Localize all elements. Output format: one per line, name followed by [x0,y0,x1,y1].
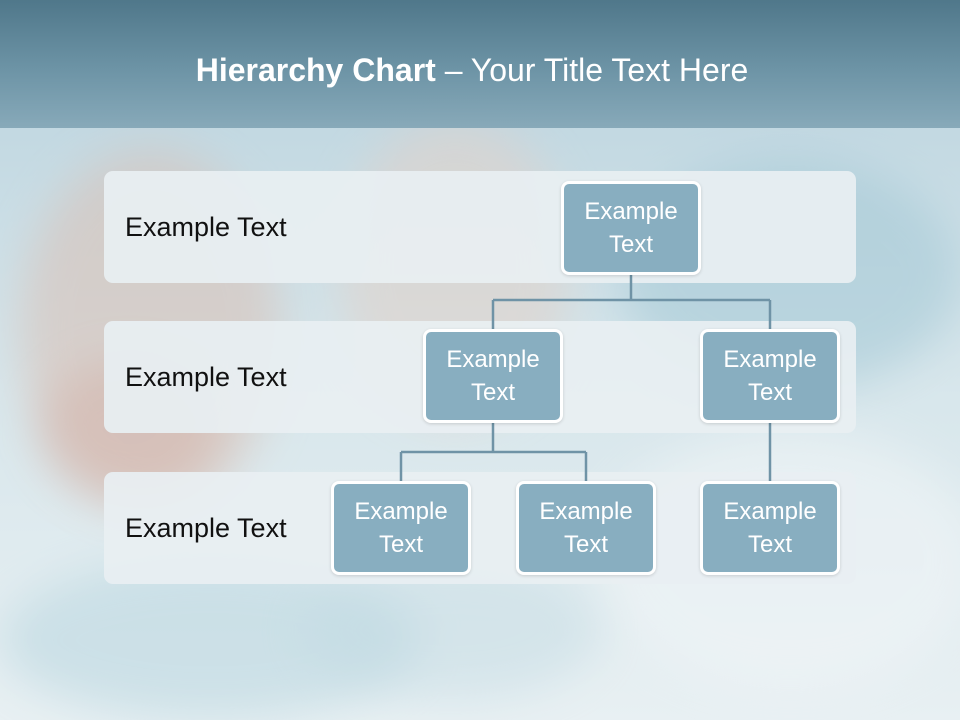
node-level3-c-text: Example Text [723,498,817,558]
level-band-1[interactable]: Example Text [104,171,856,283]
photo-water-lower [0,560,420,720]
slide-title[interactable]: Hierarchy Chart – Your Title Text Here [0,52,944,89]
node-level2-right-text: Example Text [723,346,817,406]
node-level2-left[interactable]: Example Text [423,329,563,423]
node-level2-left-text: Example Text [446,346,540,406]
node-level3-a-text: Example Text [354,498,448,558]
title-bold-part: Hierarchy Chart [195,52,436,88]
node-level3-b-text: Example Text [539,498,633,558]
node-root[interactable]: Example Text [561,181,701,275]
node-level3-a[interactable]: Example Text [331,481,471,575]
title-band [0,0,960,128]
node-level2-right[interactable]: Example Text [700,329,840,423]
title-regular-part: – Your Title Text Here [435,52,749,88]
node-level3-b[interactable]: Example Text [516,481,656,575]
node-level3-c[interactable]: Example Text [700,481,840,575]
level-label-2: Example Text [125,362,287,392]
level-label-3: Example Text [125,513,287,543]
node-root-text: Example Text [584,198,678,258]
level-label-1: Example Text [125,212,287,242]
